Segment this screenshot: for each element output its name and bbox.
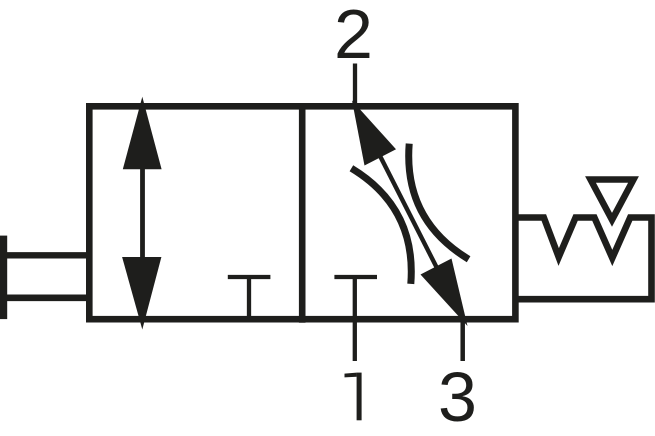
svg-text:2: 2: [334, 0, 373, 73]
svg-text:3: 3: [438, 358, 477, 436]
